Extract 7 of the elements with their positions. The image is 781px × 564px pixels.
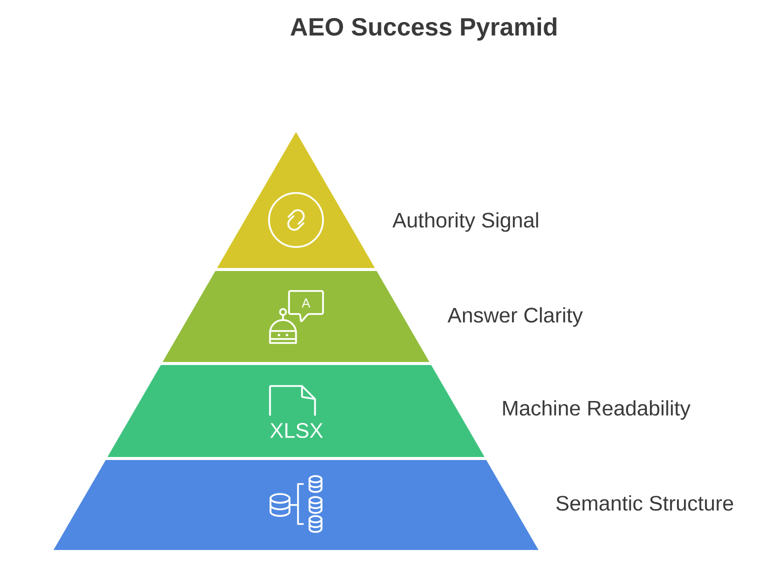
tier-label: Machine Readability — [503, 400, 690, 420]
tier-label: Answer Clarity — [448, 307, 583, 327]
tier-label: Semantic Structure — [556, 495, 734, 511]
file-type-text: XLSX — [270, 423, 323, 438]
tier-label: Authority Signal — [392, 212, 538, 232]
bubble-letter: A — [302, 298, 310, 308]
title: AEO Success Pyramid — [290, 17, 556, 41]
